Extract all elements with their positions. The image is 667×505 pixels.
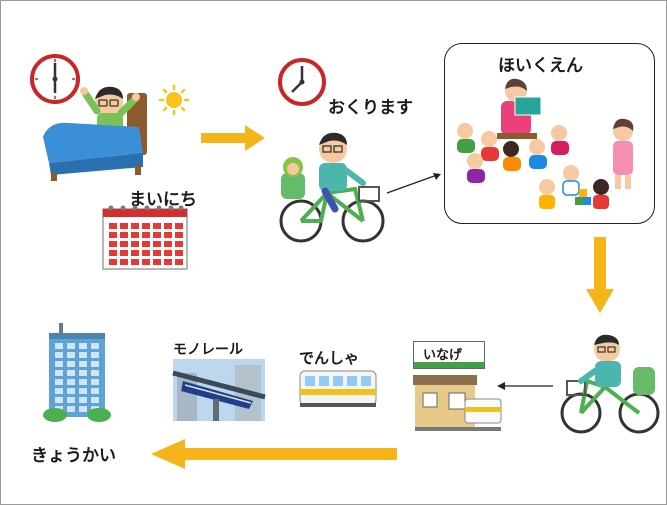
arrow-left-bottom — [151, 439, 397, 469]
calendar-day-cell — [131, 232, 139, 238]
building-window — [55, 370, 63, 376]
calendar-day-cell — [120, 259, 128, 265]
calendar-day-cell — [109, 241, 117, 247]
building-window — [67, 397, 75, 403]
building-window — [79, 379, 87, 385]
building-window — [79, 370, 87, 376]
person-in-bed-illustration — [43, 86, 147, 181]
parent-bicycle-empty-seat-illustration — [560, 334, 660, 434]
calendar-day-cell — [153, 241, 161, 247]
calendar-day-cell — [109, 250, 117, 256]
building-window — [79, 397, 87, 403]
arrow-right-1 — [201, 125, 265, 151]
office-building-icon — [43, 323, 111, 422]
parent-child-bicycle-illustration — [279, 132, 385, 243]
label-nursery: ほいくえん — [498, 56, 583, 76]
calendar-day-cell — [131, 250, 139, 256]
building-window — [67, 352, 75, 358]
label-train: でんしゃ — [299, 349, 360, 367]
building-window — [67, 379, 75, 385]
building-window — [91, 379, 99, 385]
calendar-day-cell — [153, 259, 161, 265]
monorail-illustration — [172, 359, 266, 421]
building-window — [79, 388, 87, 394]
calendar-day-cell — [109, 232, 117, 238]
station-sign — [413, 341, 485, 369]
building-window — [67, 406, 75, 412]
building-window — [79, 406, 87, 412]
calendar-day-cell — [131, 241, 139, 247]
calendar-day-cell — [175, 241, 183, 247]
calendar-day-cell — [164, 223, 172, 229]
building-window — [55, 343, 63, 349]
station-sign-stripe — [414, 362, 484, 368]
building-window — [91, 388, 99, 394]
calendar-day-cell — [175, 223, 183, 229]
building-window — [67, 370, 75, 376]
building-window — [67, 361, 75, 367]
calendar-day-cell — [109, 259, 117, 265]
calendar-day-cell — [175, 250, 183, 256]
calendar-day-cell — [142, 250, 150, 256]
calendar-icon — [102, 205, 188, 270]
calendar-day-cell — [142, 259, 150, 265]
calendar-day-cell — [164, 259, 172, 265]
building-window — [55, 352, 63, 358]
calendar-day-cell — [120, 223, 128, 229]
calendar-day-cell — [153, 250, 161, 256]
building-window — [91, 352, 99, 358]
arrow-down — [586, 237, 614, 313]
building-window — [79, 343, 87, 349]
building-window — [55, 379, 63, 385]
building-window — [67, 343, 75, 349]
nursery-children-illustration — [457, 78, 634, 209]
building-window — [55, 388, 63, 394]
building-window — [55, 397, 63, 403]
building-window — [91, 361, 99, 367]
calendar-day-cell — [120, 232, 128, 238]
clock-icon-wakeup — [30, 54, 80, 104]
building-window — [67, 388, 75, 394]
label-work: きょうかい — [31, 446, 116, 466]
calendar-day-cell — [131, 259, 139, 265]
station-building-illustration — [413, 375, 502, 431]
calendar-day-cell — [142, 223, 150, 229]
building-window — [79, 361, 87, 367]
calendar-day-cell — [153, 232, 161, 238]
calendar-day-cell — [131, 223, 139, 229]
label-daily: まいにち — [129, 190, 197, 210]
building-window — [79, 352, 87, 358]
building-window — [91, 343, 99, 349]
calendar-day-cell — [153, 223, 161, 229]
calendar-day-cell — [175, 232, 183, 238]
train-illustration — [299, 370, 377, 407]
calendar-day-cell — [109, 223, 117, 229]
building-window — [91, 370, 99, 376]
clock-icon-dropoff — [278, 58, 326, 106]
calendar-day-cell — [164, 250, 172, 256]
sun-icon — [158, 84, 190, 116]
thin-arrow-to-station — [497, 382, 553, 390]
label-drop-off: おくります — [328, 98, 413, 118]
calendar-day-cell — [164, 232, 172, 238]
calendar-day-cell — [142, 241, 150, 247]
thin-arrow-to-nursery — [386, 173, 441, 194]
calendar-day-cell — [142, 232, 150, 238]
calendar-day-cell — [120, 250, 128, 256]
calendar-day-cell — [120, 241, 128, 247]
building-window — [55, 361, 63, 367]
building-window — [91, 397, 99, 403]
calendar-day-cell — [164, 241, 172, 247]
label-station: いなげ — [423, 348, 463, 363]
label-monorail: モノレール — [173, 342, 243, 358]
calendar-day-cell — [175, 259, 183, 265]
